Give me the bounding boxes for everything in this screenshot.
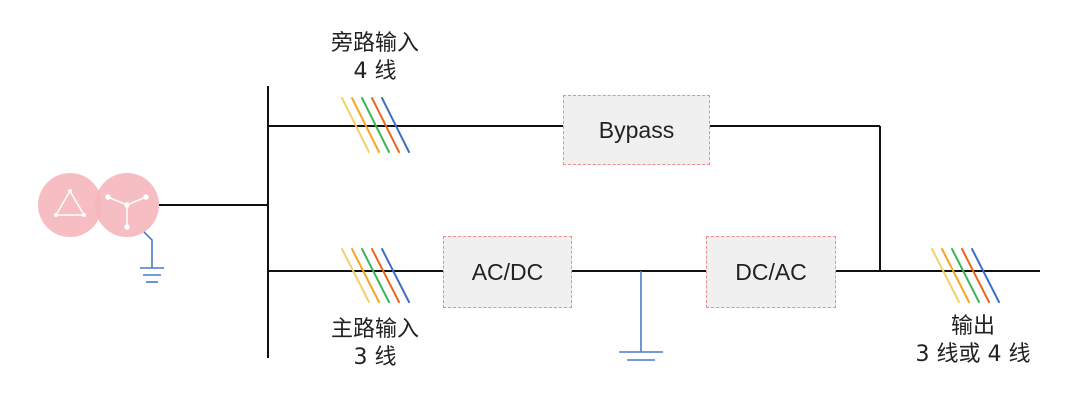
output-conductor-marks (931, 248, 1000, 303)
wye-symbol (105, 194, 149, 230)
bypass-conductor-marks (341, 97, 410, 153)
transformer-primary-winding (38, 173, 102, 237)
bypass-input-title: 旁路输入 (330, 31, 419, 56)
transformer-ground-symbol (140, 231, 164, 283)
wiring (159, 86, 1040, 358)
main-input-conductor-marks (341, 248, 410, 303)
main-input-wires: 3 线 (353, 345, 397, 370)
delta-symbol (54, 189, 86, 216)
main-input-label: 主路输入 3 线 (305, 316, 445, 372)
transformer-symbol (38, 173, 159, 237)
inverter-block-label: DC/AC (735, 258, 807, 285)
bypass-block-label: Bypass (598, 116, 675, 143)
rectifier-block-label: AC/DC (471, 258, 544, 285)
rectifier-block: AC/DC (443, 236, 572, 308)
bypass-input-wires: 4 线 (353, 59, 397, 84)
dc-link-ground-symbol (619, 271, 663, 361)
inverter-block: DC/AC (706, 236, 836, 308)
output-label: 输出 3 线或 4 线 (888, 313, 1058, 369)
main-input-title: 主路输入 (330, 317, 419, 342)
delta-nodes (54, 189, 86, 217)
bypass-input-label: 旁路输入 4 线 (305, 30, 445, 86)
output-wires: 3 线或 4 线 (915, 342, 1031, 367)
output-title: 输出 (950, 314, 995, 339)
bypass-block: Bypass (563, 95, 710, 165)
